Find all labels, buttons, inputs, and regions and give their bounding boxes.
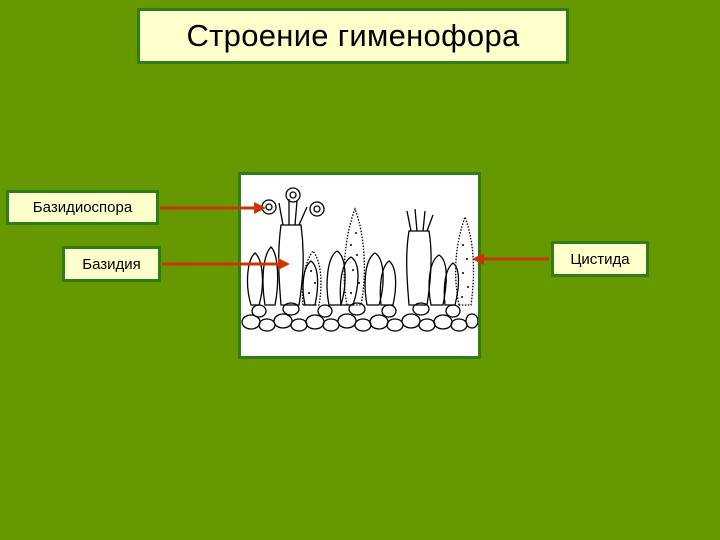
subhymenium-cells	[241, 302, 478, 332]
basidium-sterigmata	[406, 208, 434, 306]
arrowhead-basidium	[278, 258, 290, 270]
cystidium	[301, 207, 475, 306]
arrowhead-basidiospore	[254, 202, 266, 214]
cystidium-dots	[308, 232, 469, 298]
arrowhead-cystidium	[472, 253, 484, 265]
hymenium-drawing	[241, 187, 478, 332]
page-title: Строение гименофора	[186, 18, 520, 53]
label-cystidium: Цистида	[551, 241, 649, 277]
label-basidium: Базидия	[62, 246, 161, 282]
title-box: Строение гименофора	[137, 8, 569, 64]
label-basidiospore: Базидиоспора	[6, 190, 159, 225]
